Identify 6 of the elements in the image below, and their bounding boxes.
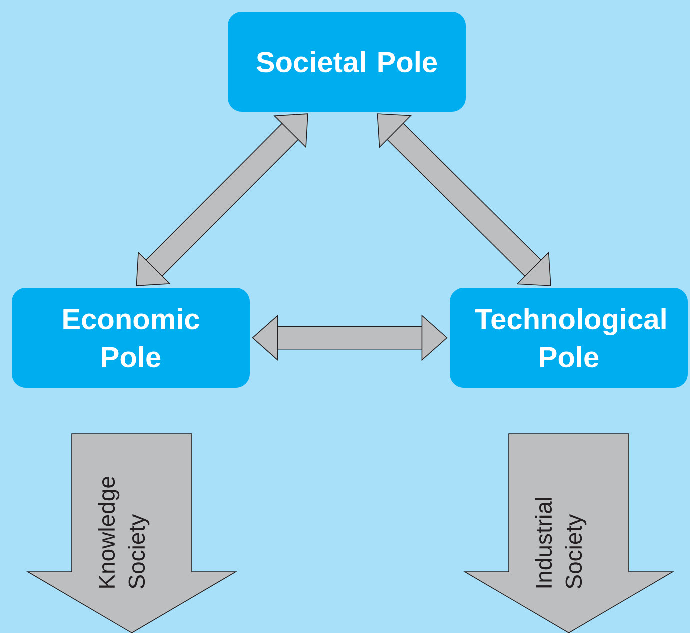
pole-box: Economic Pole (12, 288, 250, 388)
double-arrow (136, 114, 308, 286)
double-arrow (252, 314, 448, 362)
pole-box: Technological Pole (450, 288, 688, 388)
double-arrow (377, 114, 552, 286)
pole-box: Societal Pole (228, 12, 466, 112)
